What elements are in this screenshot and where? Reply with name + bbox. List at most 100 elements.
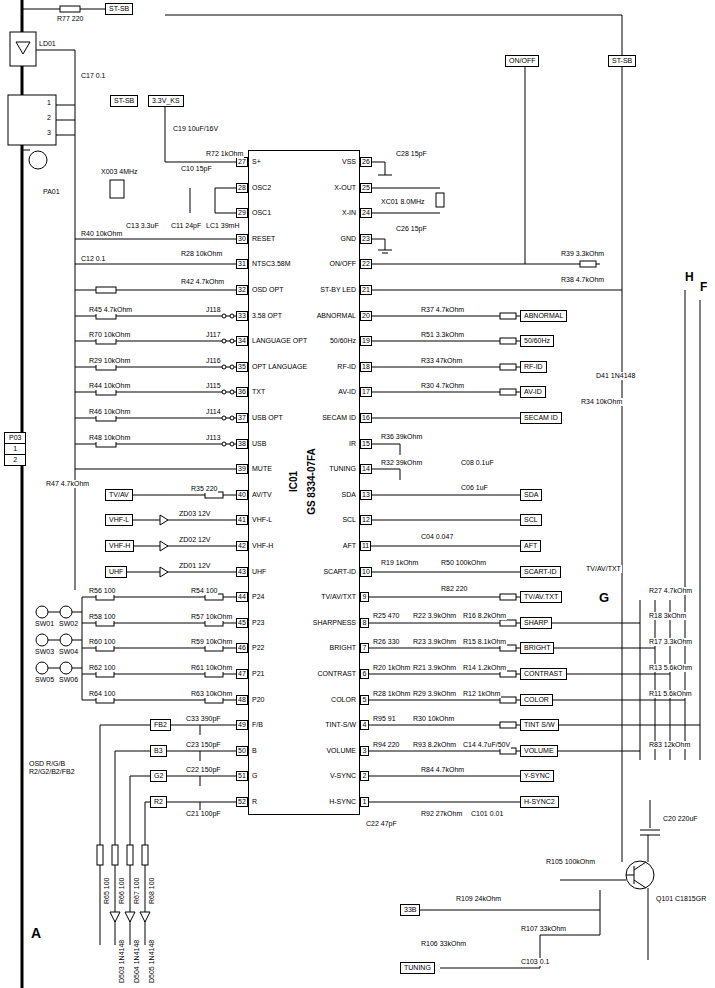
pin-number: 25	[360, 183, 372, 193]
component-label: R42 4.7kOhm	[180, 278, 225, 286]
component-label: C23 150pF	[185, 741, 222, 749]
component-label: SW04	[58, 648, 79, 656]
pin-number: 44	[236, 592, 248, 602]
signal-tag: H-SYNC2	[520, 796, 559, 808]
component-label: D41 1N4148	[595, 372, 636, 380]
pin-name: H-SYNC	[329, 798, 356, 806]
component-label: R36 39kOhm	[380, 433, 423, 441]
component-label: Q101 C1815GR	[655, 895, 707, 903]
signal-tag: B3	[150, 745, 167, 757]
signal-name: 33B	[404, 906, 416, 913]
component-label: ZD02 12V	[178, 536, 212, 544]
diode-symbol	[16, 42, 30, 54]
pin-name: R	[252, 798, 257, 806]
component-label: 2	[46, 114, 52, 122]
component-label: R107 33kOhm	[520, 925, 567, 933]
signal-tag: AV-ID	[520, 386, 546, 398]
pin-name: AFT	[343, 542, 356, 550]
resistor-symbol	[127, 845, 133, 865]
component-label: R92 27kOhm	[420, 810, 463, 818]
pin-number: 29	[236, 208, 248, 218]
component-label: SW02	[58, 620, 79, 628]
pin-name: VHF-H	[252, 542, 273, 550]
signal-tag: VHF-H	[105, 540, 134, 552]
section-letter: A	[30, 925, 42, 941]
jumper-symbol	[230, 314, 234, 318]
resistor-symbol	[500, 594, 516, 600]
component-label: C21 100pF	[185, 810, 222, 818]
component-label: C11 24pF	[170, 222, 202, 230]
component-label: R77 220	[56, 15, 84, 23]
component-label: X003 4MHz	[100, 168, 139, 176]
pin-number: 1	[360, 797, 369, 807]
pin-number: 6	[360, 669, 369, 679]
pin-name: V-SYNC	[330, 772, 356, 780]
resistor-symbol	[96, 287, 116, 293]
component-label: R61 10kOhm	[190, 664, 233, 672]
component-label: R82 220	[440, 585, 468, 593]
component-label: ZD01 12V	[178, 562, 212, 570]
signal-tag: BRIGHT	[520, 642, 554, 654]
switch-symbol	[36, 634, 48, 646]
pin-number: 38	[236, 439, 248, 449]
ground-symbol	[378, 250, 392, 253]
signal-tag: ST-SB	[110, 95, 138, 107]
pin-name: VOLUME	[326, 747, 356, 755]
pin-number: 28	[236, 183, 248, 193]
signal-wire	[360, 520, 520, 521]
component-label: XC01 8.0MHz	[380, 198, 426, 206]
pin-name: TXT	[252, 388, 265, 396]
component-label: R62 100	[88, 664, 116, 672]
pin-name: USB OPT	[252, 414, 283, 422]
signal-name: ST-SB	[612, 57, 632, 64]
component-label: R54 100	[190, 587, 218, 595]
pin-number: 2	[5, 454, 25, 465]
pin-number: 36	[236, 387, 248, 397]
pin-name: IR	[349, 440, 356, 448]
component-label: R106 33kOhm	[420, 940, 467, 948]
crystal-symbol	[436, 193, 444, 207]
pin-name: UHF	[252, 568, 266, 576]
signal-name: VHF-H	[109, 542, 130, 549]
component-label: C04 0.047	[420, 533, 454, 541]
component-label: R67 100	[133, 877, 141, 905]
component-label: R28 10kOhm	[180, 250, 223, 258]
diode-symbol	[110, 912, 120, 922]
pin-name: 50/60Hz	[330, 337, 356, 345]
signal-tag: TV/AV	[105, 489, 133, 501]
component-label: R45 4.7kOhm	[88, 306, 133, 314]
resistor-symbol	[142, 845, 148, 865]
pin-number: 51	[236, 771, 248, 781]
jumper-symbol	[230, 339, 234, 343]
resistor-symbol	[500, 313, 516, 319]
jumper-symbol	[222, 442, 226, 446]
pin-number: 35	[236, 362, 248, 372]
pin-number: 21	[360, 285, 372, 295]
pin-number: 3	[360, 746, 369, 756]
pin-name: CONTRAST	[318, 670, 357, 678]
pin-number: 8	[360, 618, 369, 628]
component-label: R83 12kOhm	[648, 741, 691, 749]
jumper-symbol	[230, 390, 234, 394]
component-label: PA01	[42, 188, 61, 196]
pin-number: 24	[360, 208, 372, 218]
pin-name: LANGUAGE OPT	[252, 337, 307, 345]
component-label: R28 1kOhm	[372, 690, 411, 698]
signal-tag: SHARP	[520, 617, 552, 629]
pin-number: 10	[360, 567, 372, 577]
pin-name: P20	[252, 696, 264, 704]
signal-name: ST-SB	[109, 5, 129, 12]
signal-tag: AFT	[520, 540, 541, 552]
component-label: D503 1N4148	[118, 939, 126, 984]
pin-name: SECAM ID	[322, 414, 356, 422]
pin-number: 15	[360, 439, 372, 449]
component-label: J116	[205, 357, 222, 365]
pin-name: B	[252, 747, 257, 755]
signal-name: SHARP	[524, 619, 548, 626]
component-label: R29 3.9kOhm	[412, 690, 457, 698]
pin-number: 11	[360, 541, 371, 551]
component-label: SW05	[34, 676, 55, 684]
component-label: R22 3.9kOhm	[412, 612, 457, 620]
component-label: 1	[46, 99, 52, 107]
pin-name: MUTE	[252, 465, 272, 473]
